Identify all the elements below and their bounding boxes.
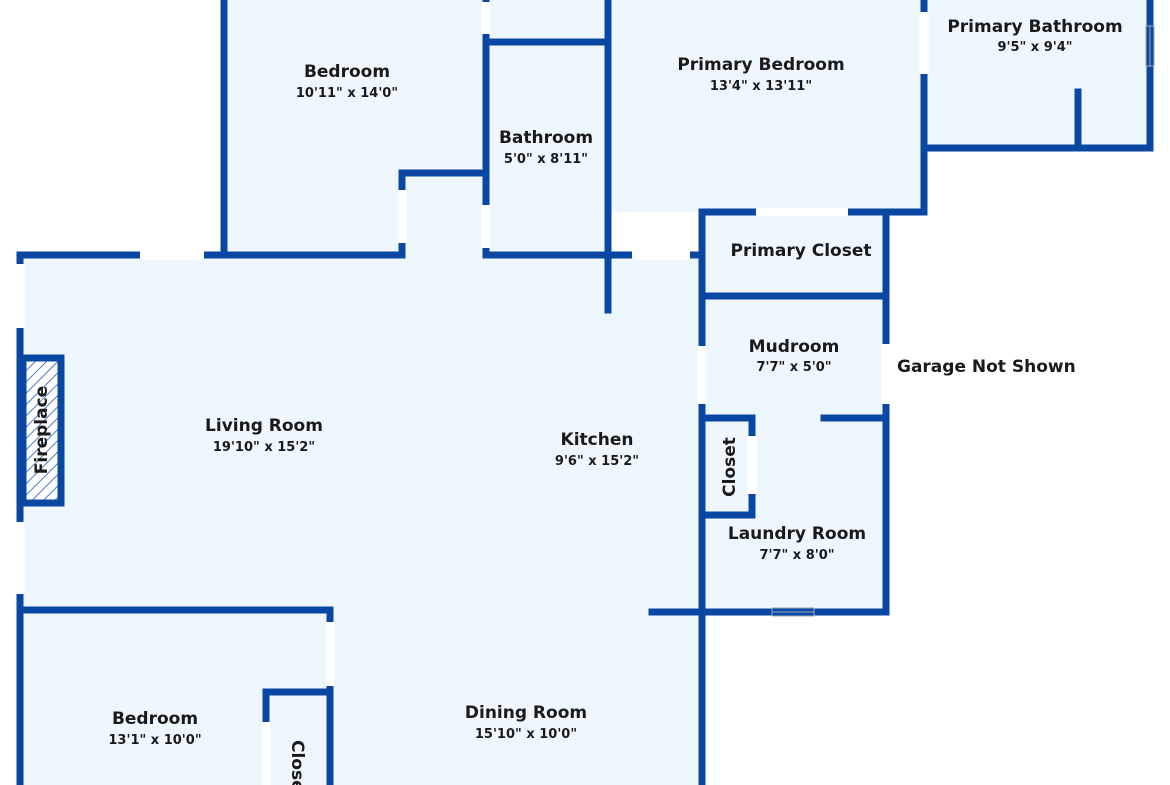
room-name-fireplace: Fireplace xyxy=(32,386,52,474)
room-dims-laundry-room: 7'7" x 8'0" xyxy=(759,548,834,563)
room-name-laundry-room: Laundry Room xyxy=(728,524,866,544)
room-name-living-room: Living Room xyxy=(205,416,323,436)
room-dims-dining-room: 15'10" x 10'0" xyxy=(475,727,577,742)
room-name-bedroom-south: Bedroom xyxy=(112,709,198,729)
room-dims-bathroom: 5'0" x 8'11" xyxy=(504,152,588,167)
room-name-primary-bathroom: Primary Bathroom xyxy=(947,17,1122,37)
floor-primary-closet xyxy=(702,212,886,296)
room-name-dining-room: Dining Room xyxy=(465,703,587,723)
room-dims-bedroom-north: 10'11" x 14'0" xyxy=(296,86,398,101)
floor-fills xyxy=(20,0,1150,785)
room-labels: Bedroom 10'11" x 14'0" Bathroom 5'0" x 8… xyxy=(32,17,1123,785)
floor-main xyxy=(20,255,702,785)
floor-mudroom-laundry xyxy=(702,296,886,612)
openings xyxy=(15,2,1155,785)
floor-bathroom xyxy=(486,42,608,255)
room-name-mudroom: Mudroom xyxy=(749,337,840,357)
room-dims-kitchen: 9'6" x 15'2" xyxy=(555,454,639,469)
room-name-primary-closet: Primary Closet xyxy=(731,241,872,261)
room-name-closet-bedroom: Closet xyxy=(287,740,307,785)
room-dims-primary-bedroom: 13'4" x 13'11" xyxy=(710,79,812,94)
floor-primary-bedroom xyxy=(608,0,924,212)
room-dims-mudroom: 7'7" x 5'0" xyxy=(756,360,831,375)
fireplace-hearth xyxy=(23,358,61,503)
room-name-primary-bedroom: Primary Bedroom xyxy=(677,55,844,75)
garage-note: Garage Not Shown xyxy=(897,357,1076,377)
floor-hall-notch xyxy=(402,173,486,255)
room-name-kitchen: Kitchen xyxy=(561,430,634,450)
room-dims-primary-bathroom: 9'5" x 9'4" xyxy=(997,40,1072,55)
room-dims-bedroom-south: 13'1" x 10'0" xyxy=(108,733,201,748)
room-name-closet-laundry: Closet xyxy=(720,437,740,497)
room-name-bedroom-north: Bedroom xyxy=(304,62,390,82)
floor-primary-bathroom xyxy=(924,0,1150,148)
room-dims-living-room: 19'10" x 15'2" xyxy=(213,440,315,455)
floor-hall-top xyxy=(486,0,608,42)
room-name-bathroom: Bathroom xyxy=(499,128,593,148)
